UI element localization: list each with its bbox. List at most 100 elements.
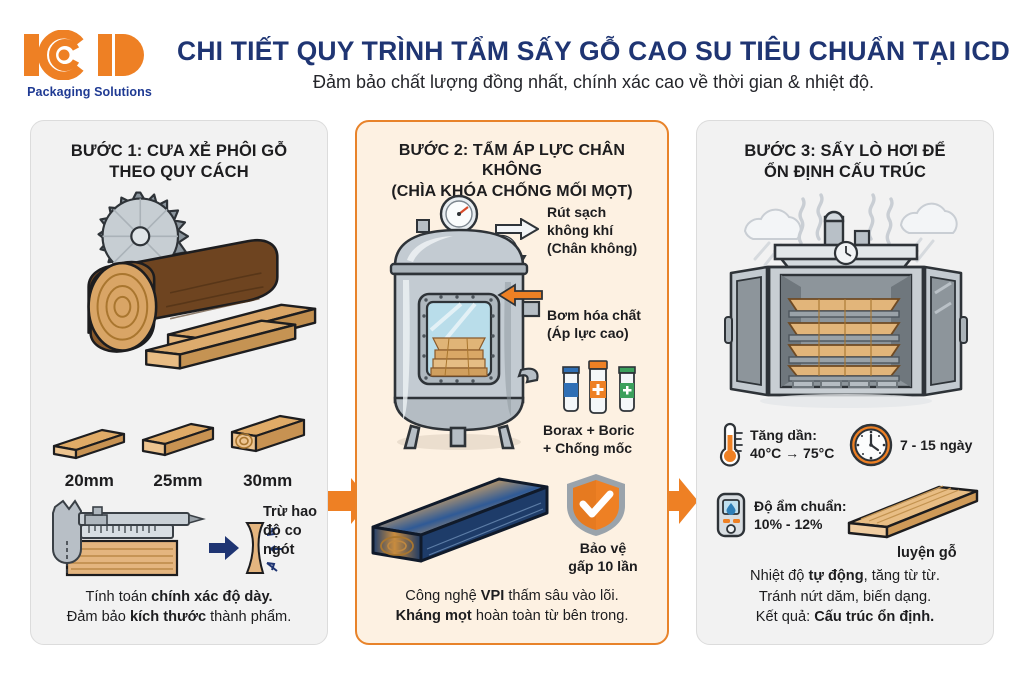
step-3-footer-l1a: Nhiệt độ (750, 567, 809, 584)
step-3-footer-l1b: tự động (808, 567, 864, 584)
humidity-text: Độ ẩm chuẩn: 10% - 12% (754, 497, 847, 534)
step-2-title-line1: BƯỚC 2: TẨM ÁP LỰC CHÂN KHÔNG (398, 142, 626, 180)
step-3-title: BƯỚC 3: SẤY LÒ HƠI ĐỂ ỔN ĐỊNH CẤU TRÚC (697, 121, 993, 183)
temp-value: 40°C → 75°C (750, 445, 835, 461)
step-1-footer: Tính toán chính xác độ dày. Đảm bảo kích… (31, 587, 327, 628)
shrink-note-line1: Trừ hao (263, 504, 318, 520)
sawn-planks-icon (145, 303, 317, 370)
thermometer-icon (719, 422, 743, 467)
wood-stack-in-tank (430, 337, 488, 377)
temp-label: Tăng dần: (750, 426, 817, 443)
vacuum-autoclave-illustration (389, 194, 541, 450)
arrow-step2-to-step3 (654, 478, 698, 524)
humidity-info: Độ ẩm chuẩn: 10% - 12% (715, 491, 847, 539)
thickness-label: 30mm (243, 471, 293, 490)
borax-line2: + Chống mốc (543, 439, 633, 456)
temperature-text: Tăng dần: 40°C → 75°C (750, 426, 834, 463)
board-25mm-icon (141, 422, 215, 457)
finished-board-icon (847, 485, 979, 539)
step-3-title-line1: BƯỚC 3: SẤY LÒ HƠI ĐỂ (744, 142, 946, 160)
board-label: luyện gỗ (897, 545, 957, 561)
saw-and-log-illustration (87, 191, 317, 370)
temperature-info: Tăng dần: 40°C → 75°C (715, 421, 834, 467)
treated-plank-illustration (371, 477, 549, 563)
thickness-option: 30mm (228, 414, 308, 491)
page-subtitle: Đảm bảo chất lượng đồng nhất, chính xác … (313, 71, 875, 92)
header-titles: CHI TIẾT QUY TRÌNH TẨM SẤY GỖ CAO SU TIÊ… (177, 36, 1024, 93)
brand-logo: Packaging Solutions (22, 29, 157, 99)
shield-line2: gấp 10 lần (568, 559, 638, 576)
steam-cloud-icon (743, 202, 958, 240)
thickness-label: 20mm (64, 471, 114, 490)
caliper-measurement-illustration (52, 499, 283, 577)
thickness-options: 20mm 25mm (31, 371, 327, 491)
chem-line2: (Áp lực cao) (547, 324, 629, 341)
vacuum-line1: Rút sạch (547, 204, 607, 220)
thickness-option: 25mm (139, 420, 217, 491)
step-3-panel: BƯỚC 3: SẤY LÒ HƠI ĐỂ ỔN ĐỊNH CẤU TRÚC (696, 120, 994, 645)
duration-text: 7 - 15 ngày (900, 436, 973, 453)
shield-check-icon (567, 474, 625, 536)
step-2-title: BƯỚC 2: TẨM ÁP LỰC CHÂN KHÔNG (CHÌA KHÓA… (357, 122, 667, 202)
step-3-footer-l3b: Cấu trúc ổn định. (814, 609, 935, 626)
kiln-door-left (724, 265, 769, 397)
step-3-footer: Nhiệt độ tự động, tăng từ từ. Tránh nứt … (697, 566, 993, 628)
moisture-meter-icon (716, 492, 746, 538)
step-1-footer-l2c: thành phẩm. (206, 609, 292, 626)
shield-callout: Bảo vệ gấp 10 lần (543, 540, 663, 576)
humidity-label: Độ ẩm chuẩn: (754, 497, 847, 514)
step-3-footer-l3a: Kết quả: (755, 609, 815, 626)
step-2-footer-l2b: hoàn toàn từ bên trong. (471, 608, 629, 625)
step-1-footer-l2a: Đảm bảo (66, 609, 130, 626)
thickness-label: 25mm (153, 471, 203, 490)
chemical-callout: Bơm hóa chất (Áp lực cao) (497, 283, 665, 343)
step-2-footer-l2a: Kháng mọt (395, 608, 472, 625)
drying-kiln-illustration (724, 193, 968, 408)
wood-sample-icon (65, 539, 179, 577)
step-1-footer-l1a: Tính toán (85, 588, 152, 605)
kiln-gauge-icon (833, 240, 859, 266)
step-1-footer-l1b: chính xác độ dày. (151, 588, 273, 605)
clock-icon (849, 423, 893, 467)
vacuum-arrow-icon (495, 218, 539, 240)
arrow-to-shrink-icon (209, 536, 239, 560)
humidity-value: 10% - 12% (754, 516, 823, 532)
chemical-bottles-icon (562, 360, 636, 414)
wood-log-icon (87, 239, 279, 353)
thickness-option: 20mm (50, 424, 128, 491)
kiln-wood-shelves (787, 298, 901, 382)
step-3-footer-l1c: , tăng từ từ. (863, 567, 940, 584)
duration-info: 7 - 15 ngày (849, 423, 972, 467)
shrink-note-line2: độ co ngót (263, 522, 302, 558)
step-2-footer-l1b: VPI (480, 587, 505, 604)
step-1-footer-l2b: kích thước (129, 609, 207, 626)
borax-callout: Borax + Boric + Chống mốc (543, 422, 671, 458)
brand-tagline: Packaging Solutions (27, 84, 152, 99)
step-1-title: BƯỚC 1: CƯA XẺ PHÔI GỖ THEO QUY CÁCH (31, 121, 327, 183)
shrink-note: Trừ hao độ co ngót (263, 503, 333, 560)
chem-line1: Bơm hóa chất (547, 307, 641, 323)
step-2-footer-l1c: thấm sâu vào lõi. (504, 587, 619, 604)
step-1-title-line2: THEO QUY CÁCH (109, 163, 249, 182)
shield-line1: Bảo vệ (579, 541, 627, 557)
icd-logo-mark (22, 29, 157, 80)
board-20mm-icon (53, 428, 126, 460)
icd-logo-icon (24, 29, 144, 80)
page-header: Packaging Solutions CHI TIẾT QUY TRÌNH T… (0, 18, 1024, 110)
step-1-title-line1: BƯỚC 1: CƯA XẺ PHÔI GỖ (70, 142, 288, 160)
page-title: CHI TIẾT QUY TRÌNH TẨM SẤY GỖ CAO SU TIÊ… (177, 35, 1011, 66)
chemical-arrow-icon (497, 283, 543, 307)
step-3-title-line2: ỔN ĐỊNH CẤU TRÚC (763, 163, 926, 182)
step-2-footer-l1a: Công nghệ (405, 587, 481, 604)
vacuum-line3: (Chân không) (547, 239, 638, 256)
step-3-footer-l2: Tránh nứt dăm, biến dạng. (758, 588, 932, 605)
step-1-panel: BƯỚC 1: CƯA XẺ PHÔI GỖ THEO QUY CÁCH (30, 120, 328, 645)
borax-line1: Borax + Boric (543, 422, 635, 438)
kiln-door-right (923, 265, 968, 397)
step-2-panel: BƯỚC 2: TẨM ÁP LỰC CHÂN KHÔNG (CHÌA KHÓA… (355, 120, 669, 645)
vacuum-line2: không khí (547, 221, 614, 238)
circular-saw-blade-icon (97, 191, 190, 281)
tank-viewport-window (417, 292, 501, 386)
vacuum-callout: Rút sạch không khí (Chân không) (495, 204, 662, 258)
